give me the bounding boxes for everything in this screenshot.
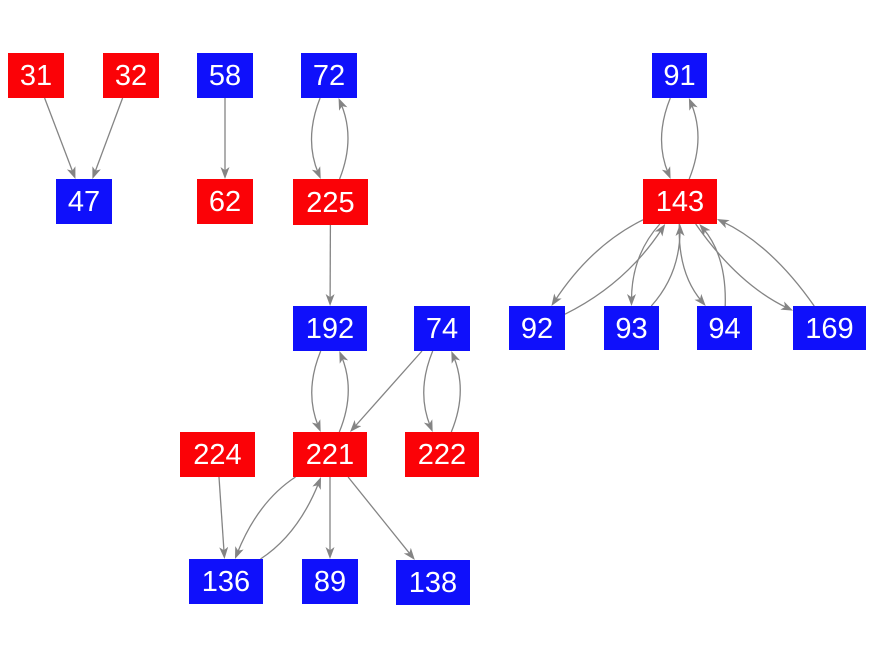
graph-node-89[interactable]: 89: [302, 559, 358, 604]
node-label: 136: [201, 566, 251, 598]
edge-93-143: [650, 224, 685, 307]
node-label: 58: [208, 60, 242, 92]
edge-221-136: [234, 476, 296, 559]
node-label: 143: [655, 186, 705, 218]
graph-node-32[interactable]: 32: [103, 53, 159, 98]
edge-143-92: [551, 219, 644, 307]
graph-node-31[interactable]: 31: [8, 53, 64, 98]
graph-node-92[interactable]: 92: [509, 306, 565, 350]
node-label: 221: [305, 439, 355, 471]
graph-node-138[interactable]: 138: [396, 560, 470, 605]
graph-node-224[interactable]: 224: [180, 432, 255, 477]
graph-node-72[interactable]: 72: [301, 53, 357, 98]
graph-node-74[interactable]: 74: [414, 306, 470, 351]
node-label: 93: [615, 312, 648, 345]
edge-169-143: [716, 219, 815, 307]
edge-192-221: [311, 350, 322, 433]
edge-143-94: [678, 223, 706, 306]
node-label: 192: [305, 313, 355, 345]
graph-node-93[interactable]: 93: [604, 306, 659, 350]
edge-92-143: [564, 223, 666, 315]
edge-32-47: [92, 97, 124, 180]
graph-node-58[interactable]: 58: [197, 53, 253, 98]
graph-node-94[interactable]: 94: [697, 306, 752, 350]
edge-222-74: [450, 350, 461, 433]
edge-143-93: [627, 223, 661, 306]
edge-225-72: [338, 97, 349, 180]
graph-node-47[interactable]: 47: [56, 179, 112, 224]
edge-94-143: [699, 224, 726, 307]
node-label: 91: [663, 60, 696, 92]
edge-74-221: [350, 350, 423, 432]
edge-221-192: [338, 350, 349, 433]
node-label: 92: [520, 312, 554, 345]
graph-node-169[interactable]: 169: [793, 306, 866, 350]
node-label: 62: [208, 186, 242, 218]
edge-31-47: [43, 97, 76, 180]
graph-node-222[interactable]: 222: [405, 432, 479, 477]
node-label: 89: [313, 566, 347, 598]
graph-node-225[interactable]: 225: [293, 179, 368, 225]
node-label: 47: [67, 186, 101, 218]
edge-224-136: [218, 476, 229, 559]
edge-143-169: [695, 223, 794, 311]
edge-136-221: [260, 477, 322, 560]
edge-143-91: [688, 97, 699, 180]
node-label: 74: [425, 313, 459, 345]
graph-node-192[interactable]: 192: [293, 306, 367, 351]
edge-72-225: [310, 97, 321, 180]
node-label: 169: [805, 312, 854, 345]
graph-node-136[interactable]: 136: [189, 559, 263, 604]
edge-74-222: [423, 350, 434, 433]
node-label: 224: [193, 439, 242, 471]
edge-91-143: [660, 97, 671, 180]
graph-node-221[interactable]: 221: [293, 432, 367, 477]
edge-group: [43, 97, 815, 560]
node-label: 138: [408, 567, 458, 599]
node-label: 32: [114, 60, 148, 92]
node-label: 72: [312, 60, 346, 92]
graph-node-62[interactable]: 62: [197, 179, 253, 224]
node-label: 225: [306, 186, 355, 219]
node-label: 94: [708, 312, 741, 345]
edge-221-138: [347, 476, 415, 560]
node-label: 222: [417, 439, 467, 471]
node-label: 31: [19, 60, 53, 92]
graph-node-143[interactable]: 143: [643, 179, 717, 224]
graph-node-91[interactable]: 91: [652, 53, 707, 98]
